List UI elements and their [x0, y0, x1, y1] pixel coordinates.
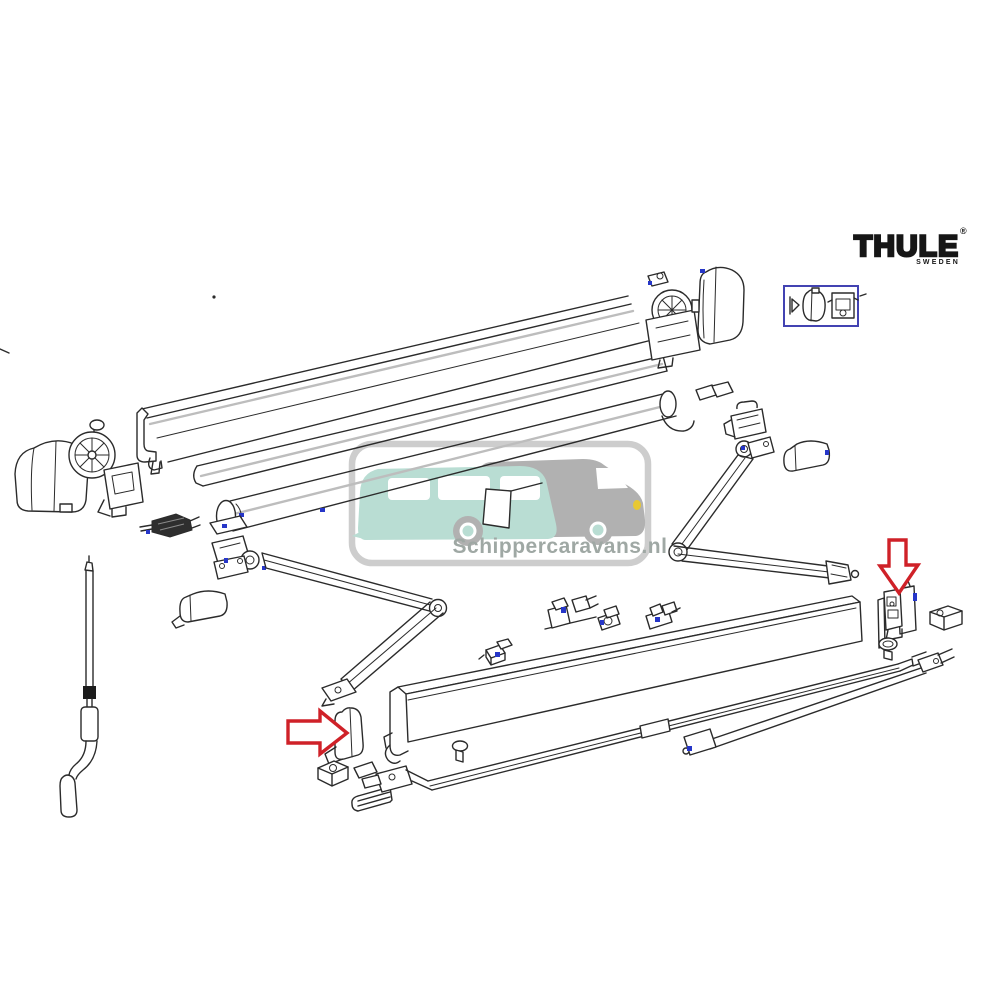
mounting-clip [478, 638, 513, 666]
tension-rafter-left [353, 651, 928, 793]
roller-winch [139, 513, 201, 538]
logo-subtext: SWEDEN [916, 259, 960, 266]
registered-mark: ® [960, 226, 967, 236]
end-cap-part [802, 289, 826, 322]
lead-rail-right-end-bracket [877, 580, 917, 649]
highlight-box-border [783, 285, 859, 327]
arm-end-cover [171, 590, 228, 629]
mounting-clip [597, 605, 621, 631]
cassette-front-profile [193, 355, 668, 487]
caravan-window [388, 478, 430, 500]
caravan-wheel [453, 516, 483, 546]
van-windshield [596, 468, 628, 489]
mounting-clip [544, 595, 599, 630]
left-crank-gear-unit [68, 419, 144, 518]
ribbed-wall-bracket [351, 786, 393, 812]
fabric-roller-tube [215, 390, 695, 533]
thule-logo: THULE ® SWEDEN [853, 226, 967, 266]
fabric-flap [482, 482, 543, 529]
highlight-box [783, 285, 867, 327]
logo-brand-text: THULE [854, 230, 959, 263]
right-end-cap-cover [691, 266, 745, 345]
annotation-arrows [286, 538, 922, 758]
mounting-clip [645, 601, 681, 630]
top-crank-gear-unit [645, 271, 701, 369]
cassette-lid-profile [0, 295, 649, 475]
van-wheel [583, 515, 613, 545]
red-arrow-right-pointing [286, 707, 350, 758]
lead-rail-profile [383, 595, 863, 764]
crank-rod [59, 555, 99, 818]
left-mounting-plate [209, 515, 248, 535]
latch-pin-part [791, 298, 800, 313]
connector-block [929, 605, 963, 631]
right-spring-arm [668, 381, 860, 585]
red-arrow-down-pointing [876, 538, 922, 596]
middle-spring-arm [211, 535, 448, 707]
tension-rafter-right [682, 648, 955, 756]
watermark-text: Schippercaravans.nl [453, 535, 668, 558]
caravan-window [438, 476, 490, 500]
fastener-screw [878, 637, 898, 661]
fastener-screw [451, 740, 469, 763]
van-headlight [633, 500, 641, 510]
right-arm-cover [783, 440, 831, 472]
caravan-hitch [352, 528, 368, 540]
watermark-frame [348, 440, 652, 567]
wall-bracket-part [831, 292, 855, 319]
connector-block [317, 760, 349, 787]
